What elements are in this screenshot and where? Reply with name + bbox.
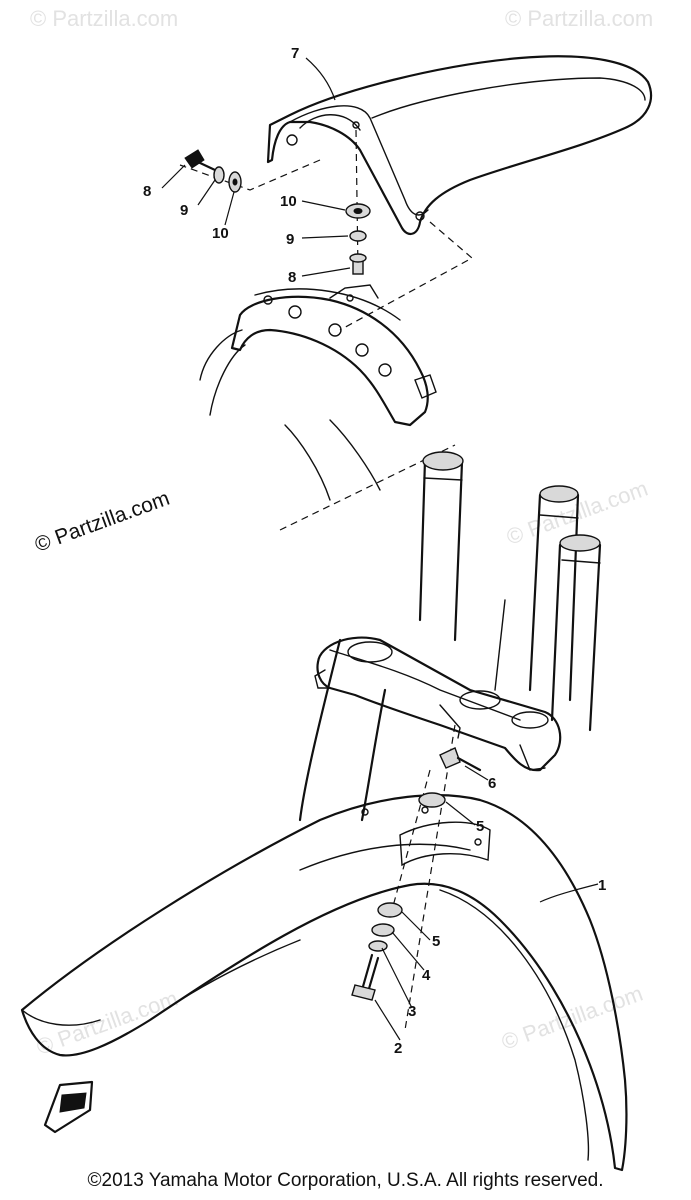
part-9-washer-center[interactable] <box>349 230 367 242</box>
part-6-bolt[interactable] <box>439 747 482 772</box>
watermark-faint-top-right: © Partzilla.com <box>505 6 653 31</box>
watermark-faint-bottom-right: © Partzilla.com <box>498 981 646 1055</box>
front-fork-left-tube <box>298 451 464 822</box>
part-8-bolt-left[interactable] <box>184 149 217 172</box>
callout-8-left: 8 <box>143 183 151 200</box>
callout-6: 6 <box>488 775 496 792</box>
callout-8-center: 8 <box>288 269 296 286</box>
part-1-front-fender[interactable] <box>20 794 628 1172</box>
part-5-nut-lower[interactable] <box>377 902 403 918</box>
leader-lines <box>161 57 599 1041</box>
lower-triple-clamp <box>314 636 562 772</box>
callout-2: 2 <box>394 1040 402 1057</box>
part-4-washer[interactable] <box>371 923 395 937</box>
callout-10-left: 10 <box>212 225 229 242</box>
callout-9-center: 9 <box>286 231 294 248</box>
part-2-bolt[interactable] <box>351 953 380 1001</box>
callout-4: 4 <box>422 967 431 984</box>
callout-9-left: 9 <box>180 202 188 219</box>
watermark-main: © Partzilla.com <box>32 487 173 557</box>
watermark-faint-top-left: © Partzilla.com <box>30 6 178 31</box>
callout-1: 1 <box>598 877 606 894</box>
part-3-washer[interactable] <box>368 940 388 952</box>
callout-3: 3 <box>408 1003 416 1020</box>
part-10-washer-left[interactable] <box>228 171 242 193</box>
callout-7: 7 <box>291 45 299 62</box>
part-9-washer-left[interactable] <box>213 166 225 184</box>
watermark-faint-bottom-left: © Partzilla.com <box>33 986 181 1060</box>
part-10-washer-center[interactable] <box>345 203 371 219</box>
assembly-dashed-lines <box>179 129 474 1031</box>
watermark-faint-group: © Partzilla.com © Partzilla.com © Partzi… <box>30 6 653 1060</box>
front-direction-arrow-icon <box>43 1080 94 1134</box>
part-7-top-fender[interactable] <box>266 55 653 236</box>
headlight-bracket <box>199 284 437 501</box>
callout-5-upper: 5 <box>476 818 484 835</box>
callout-10-center: 10 <box>280 193 297 210</box>
copyright-notice: ©2013 Yamaha Motor Corporation, U.S.A. A… <box>87 1170 604 1191</box>
part-5-nut-upper[interactable] <box>418 792 446 808</box>
part-8-bolt-center[interactable] <box>349 253 367 275</box>
front-fork-right-tubes <box>494 485 602 732</box>
callout-5-lower: 5 <box>432 933 440 950</box>
callout-labels: 7 8 9 10 10 9 8 6 5 1 5 4 3 2 <box>143 45 606 1057</box>
